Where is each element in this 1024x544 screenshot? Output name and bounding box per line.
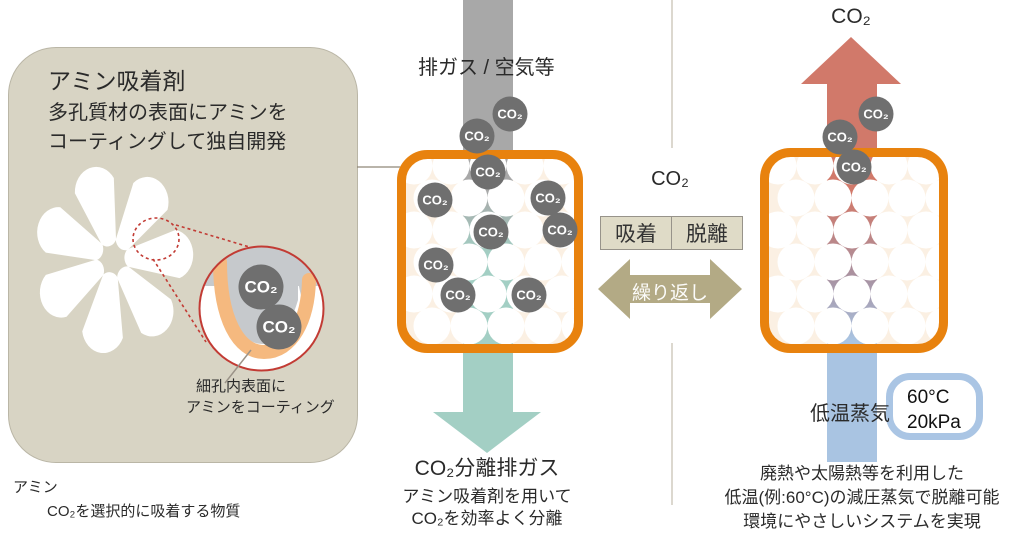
- co2-molecule-icon: CO₂: [459, 118, 495, 154]
- adsorption-caption: アミン吸着剤を用いて CO₂を効率よく分離: [387, 486, 587, 530]
- pore-note-line2: アミンをコーティング: [186, 399, 335, 416]
- amine-footnote-term: アミン: [13, 479, 58, 496]
- desorption-caption-line3: 環境にやさしいシステムを実現: [743, 512, 981, 531]
- desorb-cell: 脱離: [671, 217, 742, 249]
- condition-pressure: 20kPa: [907, 412, 961, 433]
- repeat-label: 繰り返し: [631, 283, 708, 304]
- co2-molecule-icon: CO₂: [440, 277, 476, 313]
- panel-description-line2: コーティングして独自開発: [48, 131, 287, 153]
- desorption-caption-line2: 低温(例:60°C)の減圧蒸気で脱離可能: [724, 488, 1000, 507]
- pore-highlight-circle: [132, 217, 257, 343]
- co2-molecule-icon: CO₂: [418, 247, 454, 283]
- pore-note-leader-line: [224, 349, 252, 384]
- co2-molecule-icon: CO₂: [542, 212, 578, 248]
- adsorb-cell: 吸着: [615, 223, 657, 246]
- outflow-label: CO₂分離排ガス: [414, 457, 560, 480]
- amine-footnote-desc: CO₂を選択的に吸着する物質: [47, 503, 241, 520]
- co2-out-label: CO₂: [831, 5, 871, 28]
- co2-molecule-icon: CO₂: [511, 277, 547, 313]
- panel-description: 多孔質材の表面にアミンを コーティングして独自開発: [48, 99, 288, 157]
- pore-note-line1: 細孔内表面に: [196, 378, 287, 395]
- desorption-caption-line1: 廃熱や太陽熱等を利用した: [760, 464, 964, 483]
- repeat-cycle-arrow: [598, 259, 742, 319]
- co2-molecule-icon: CO₂: [858, 96, 894, 132]
- pore-note: 細孔内表面に アミンをコーティング: [186, 376, 335, 418]
- steam-condition-box: 60°C 20kPa: [886, 373, 983, 440]
- panel-description-line1: 多孔質材の表面にアミンを: [48, 102, 288, 124]
- co2-molecule-icon: CO₂: [256, 304, 302, 350]
- adsorb-desorb-toggle: 吸着 脱離: [600, 216, 743, 250]
- desorption-caption: 廃熱や太陽熱等を利用した 低温(例:60°C)の減圧蒸気で脱離可能 環境にやさし…: [700, 462, 1024, 534]
- amine-coating-icon: [213, 255, 316, 360]
- condition-temperature: 60°C: [907, 387, 950, 408]
- co2-molecule-icon: CO₂: [470, 154, 506, 190]
- cycle-co2-label: CO₂: [651, 168, 689, 190]
- panel-title: アミン吸着剤: [48, 68, 186, 94]
- co2-molecule-icon: CO₂: [822, 119, 858, 155]
- adsorption-caption-line2: CO₂を効率よく分離: [411, 509, 563, 528]
- co2-molecule-icon: CO₂: [530, 180, 566, 216]
- adsorption-caption-line1: アミン吸着剤を用いて: [402, 487, 572, 506]
- co2-molecule-icon: CO₂: [492, 96, 528, 132]
- co2-molecule-icon: CO₂: [238, 264, 284, 310]
- inflow-label: 排ガス / 空気等: [418, 57, 555, 79]
- porous-particle-icon: [37, 166, 194, 354]
- co2-molecule-icon: CO₂: [836, 149, 872, 185]
- steam-label: 低温蒸気: [810, 403, 890, 425]
- co2-molecule-icon: CO₂: [417, 182, 453, 218]
- co2-molecule-icon: CO₂: [473, 214, 509, 250]
- adsorbent-pellets: [769, 157, 939, 344]
